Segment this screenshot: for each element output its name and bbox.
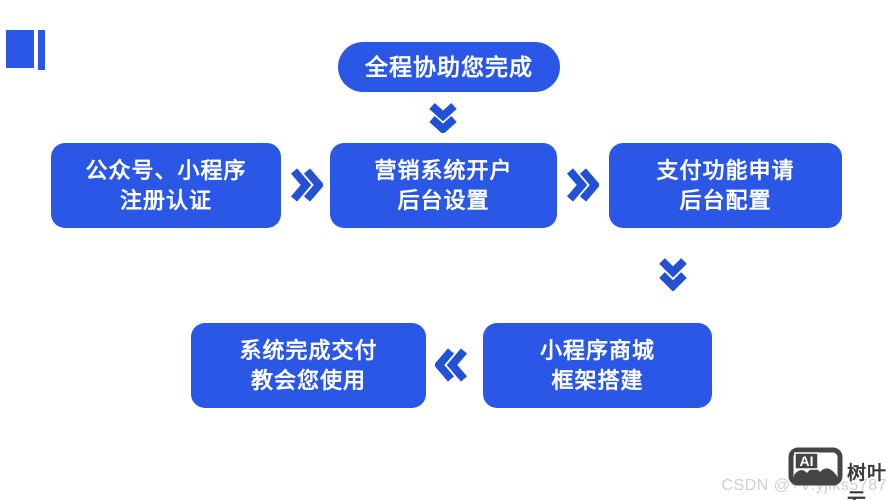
flow-step-5: 系统完成交付 教会您使用: [191, 323, 426, 408]
flow-step-3-line2: 后台配置: [679, 187, 772, 213]
ai-image-logo-icon: AI: [788, 447, 843, 491]
logo-ai-label: AI: [800, 453, 814, 469]
chevron-right-icon: [566, 168, 599, 202]
flow-step-1-line1: 公众号、小程序: [85, 157, 247, 183]
chevron-down-icon: [659, 258, 687, 291]
chevron-down-icon: [429, 103, 457, 133]
flow-step-top: 全程协助您完成: [338, 42, 560, 92]
flow-step-5-line2: 教会您使用: [250, 367, 366, 393]
flow-step-1-line2: 注册认证: [119, 187, 212, 213]
brand-square-mark: [6, 30, 34, 68]
flow-step-2-line1: 营销系统开户: [374, 157, 513, 183]
logo-text: 树叶云: [847, 463, 888, 500]
flow-step-3: 支付功能申请 后台配置: [609, 143, 842, 228]
brand-bar-mark: [38, 30, 45, 70]
flow-step-2-line2: 后台设置: [397, 187, 490, 213]
flow-step-4-line1: 小程序商城: [539, 337, 655, 363]
flow-step-2: 营销系统开户 后台设置: [330, 143, 557, 228]
chevron-left-icon: [435, 348, 468, 382]
flow-step-3-line1: 支付功能申请: [656, 157, 795, 183]
flow-step-4: 小程序商城 框架搭建: [483, 323, 712, 408]
flow-step-5-line1: 系统完成交付: [239, 337, 378, 363]
flow-step-top-label: 全程协助您完成: [365, 54, 533, 80]
chevron-right-icon: [290, 168, 323, 202]
flow-step-4-line2: 框架搭建: [551, 367, 644, 393]
flow-step-1: 公众号、小程序 注册认证: [51, 143, 281, 228]
